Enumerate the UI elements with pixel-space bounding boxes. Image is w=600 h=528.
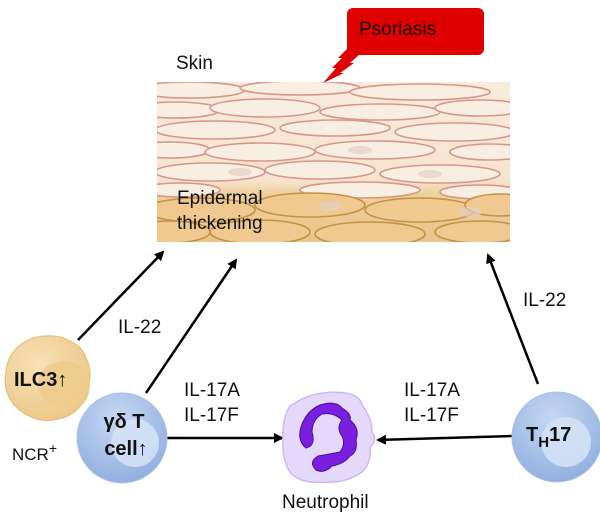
edge-label-th17-il17f: IL-17F xyxy=(404,405,459,426)
neutrophil-cell xyxy=(282,391,376,484)
psoriasis-callout xyxy=(323,8,484,83)
upper-keratinocytes xyxy=(157,82,510,200)
epidermal-thickening-line1: Epidermal xyxy=(177,188,263,209)
epidermal-thickening-line2: thickening xyxy=(177,213,263,234)
ncr-qualifier: NCR+ xyxy=(12,437,57,466)
ncr-superscript: + xyxy=(48,440,58,456)
basal-keratinocytes xyxy=(157,192,510,242)
edge-label-th17-il22: IL-22 xyxy=(523,290,567,311)
ilc3-label: ILC3↑ xyxy=(14,369,68,391)
th17-label-t: T xyxy=(526,424,539,446)
arrow-ilc3-to-skin xyxy=(77,250,165,341)
arrow-th17-to-neutrophil xyxy=(376,434,514,445)
gdt-cell xyxy=(76,392,168,484)
edge-label-th17-il17a: IL-17A xyxy=(404,380,460,401)
ncr-text: NCR xyxy=(12,445,49,464)
gdt-label-line2: cell↑ xyxy=(104,438,148,460)
arrow-gdt-to-skin xyxy=(144,258,238,394)
th17-cell xyxy=(511,391,600,483)
th17-label: TH17 xyxy=(526,423,571,455)
psoriasis-label: Psoriasis xyxy=(359,19,437,40)
cell-nuclei xyxy=(228,146,482,217)
th17-label-subscript: H xyxy=(538,434,550,451)
edge-label-gdt-il17a: IL-17A xyxy=(184,380,240,401)
skin-tissue xyxy=(157,82,510,242)
neutrophil-label: Neutrophil xyxy=(282,492,369,513)
th17-label-17: 17 xyxy=(549,424,572,446)
gdt-label-line1: γδ T xyxy=(103,411,145,433)
edge-label-ilc3-il22: IL-22 xyxy=(118,317,162,338)
ilc3-cell xyxy=(4,335,91,422)
edge-label-gdt-il17f: IL-17F xyxy=(184,405,239,426)
arrow-th17-to-skin xyxy=(486,253,540,385)
skin-label: Skin xyxy=(176,53,213,74)
